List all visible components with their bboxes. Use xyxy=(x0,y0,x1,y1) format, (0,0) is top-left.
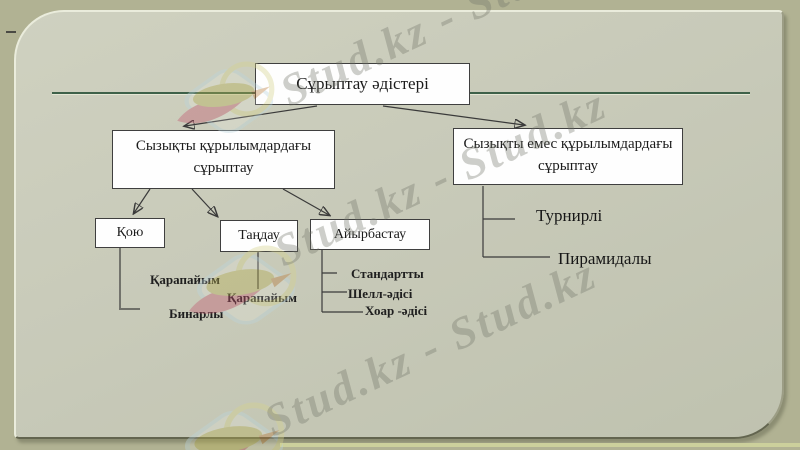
leaf-exchange-shell: Шелл-әдісі xyxy=(348,286,413,301)
leaf-exchange-standard: Стандартты xyxy=(351,266,424,281)
arrow-root-to-linear xyxy=(185,105,318,126)
node-insertion: Қою xyxy=(95,218,165,248)
leaf-nonlinear-tournament: Турнирлі xyxy=(536,206,603,225)
arrow-root-to-nonlinear xyxy=(382,105,524,125)
node-exchange: Айырбастау xyxy=(310,219,430,250)
node-nonlinear-structures: Сызықты емес құрылымдардағы сұрыптау xyxy=(453,128,683,185)
stem-nonlinear-leaves xyxy=(482,186,550,258)
leaf-insertion-simple: Қарапайым xyxy=(150,272,220,287)
leaf-selection-simple: Қарапайым xyxy=(227,290,297,305)
leaf-nonlinear-pyramid: Пирамидалы xyxy=(558,249,652,268)
arrow-linear-to-exchange xyxy=(282,188,329,215)
left-edge-dash xyxy=(6,31,16,33)
node-linear-structures: Сызықты құрылымдардағы сұрыптау xyxy=(112,130,335,189)
leaf-exchange-hoare: Хоар -әдісі xyxy=(365,303,428,318)
leaf-insertion-binary: Бинарлы xyxy=(169,306,224,321)
bottom-accent-strip xyxy=(280,443,800,447)
arrow-linear-to-selection xyxy=(191,188,217,216)
stem-insertion-leaves xyxy=(119,248,140,310)
arrow-linear-to-insertion xyxy=(134,188,151,213)
node-sorting-methods: Сұрыптау әдістері xyxy=(255,63,470,105)
stem-exchange-leaves xyxy=(321,250,363,313)
node-selection: Таңдау xyxy=(220,220,298,252)
